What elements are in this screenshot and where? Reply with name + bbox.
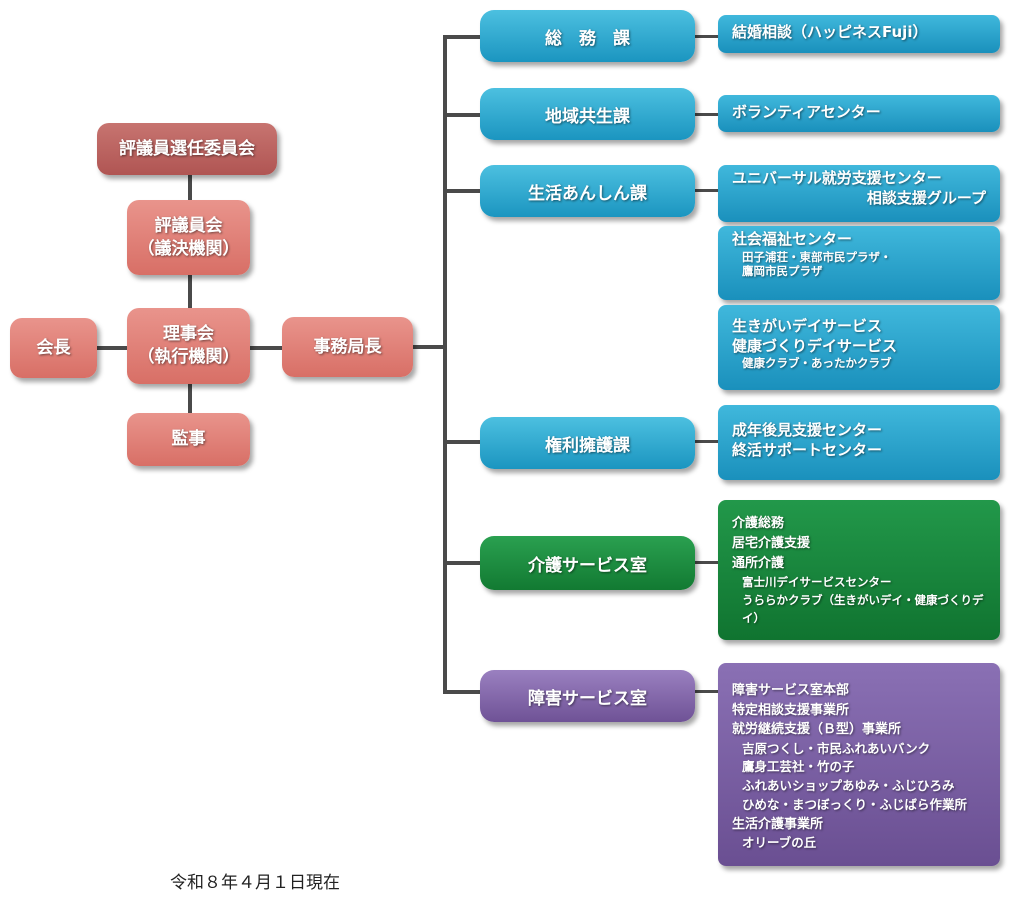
connector — [188, 175, 192, 415]
label: 鷹岡市民プラザ — [742, 264, 823, 279]
unit-universal-work: ユニバーサル就労支援センター相談支援グループ — [718, 165, 1000, 222]
unit-day-service: 生きがいデイサービス健康づくりデイサービス健康クラブ・あったかクラブ — [718, 305, 1000, 390]
dept-rights-advocacy: 権利擁護課 — [480, 417, 695, 469]
label: 鷹身工芸社・竹の子 — [742, 759, 855, 775]
unit-guardianship: 成年後見支援センター終活サポートセンター — [718, 405, 1000, 480]
connector — [443, 35, 447, 694]
unit-volunteer-center: ボランティアセンター — [718, 95, 1000, 132]
selection-committee-box: 評議員選任委員会 — [97, 123, 277, 175]
dept-care-services: 介護サービス室 — [480, 536, 695, 590]
label: オリーブの丘 — [742, 835, 817, 850]
chairman-box: 会長 — [10, 318, 97, 378]
label: ユニバーサル就労支援センター — [732, 169, 942, 187]
label: 居宅介護支援 — [732, 536, 811, 552]
label: 理事会 — [163, 324, 214, 345]
connector — [443, 561, 483, 565]
secretary-general-box: 事務局長 — [282, 317, 413, 377]
label: 吉原つくし・市民ふれあいバンク — [742, 740, 931, 756]
board-box: 理事会（執行機関） — [127, 308, 250, 384]
label: 終活サポートセンター — [732, 440, 883, 459]
connector — [443, 113, 483, 117]
connector — [443, 440, 483, 444]
dept-general-affairs: 総 務 課 — [480, 10, 695, 62]
unit-marriage-consult: 結婚相談（ハッピネスFuji） — [718, 15, 1000, 53]
as-of-date: 令和８年４月１日現在 — [170, 873, 340, 893]
label: 通所介護 — [732, 556, 785, 572]
label: 会長 — [36, 337, 71, 358]
label: うららかクラブ（生きがいデイ・健康づくりデイ） — [742, 593, 984, 626]
connector — [97, 346, 127, 350]
label: ふれあいショップあゆみ・ふじひろみ — [742, 778, 955, 793]
unit-care-list: 介護総務居宅介護支援通所介護富士川デイサービスセンターうららかクラブ（生きがいデ… — [718, 500, 1000, 640]
label: 障害サービス室 — [528, 688, 647, 709]
connector — [250, 346, 282, 350]
connector — [413, 345, 447, 349]
label: 特定相談支援事業所 — [732, 702, 850, 718]
label: 障害サービス室本部 — [732, 683, 850, 698]
label: 監事 — [171, 429, 206, 450]
label: 富士川デイサービスセンター — [742, 575, 892, 590]
auditor-box: 監事 — [127, 413, 250, 466]
label: 権利擁護課 — [545, 435, 630, 456]
label: ひめな・まつぼっくり・ふじばら作業所 — [742, 796, 968, 812]
dept-disability-services: 障害サービス室 — [480, 670, 695, 722]
label: 事務局長 — [313, 336, 382, 357]
label: 健康づくりデイサービス — [732, 336, 898, 355]
label: 地域共生課 — [545, 106, 630, 127]
connector — [443, 189, 483, 193]
connector — [695, 440, 720, 443]
label: 介護総務 — [732, 516, 785, 531]
connector — [443, 35, 483, 39]
connector — [695, 690, 720, 693]
connector — [695, 113, 720, 116]
label: （議決機関） — [137, 238, 240, 259]
label: 社会福祉センター — [732, 230, 853, 248]
dept-community: 地域共生課 — [480, 88, 695, 140]
label: （執行機関） — [137, 347, 240, 367]
label: 成年後見支援センター — [732, 421, 883, 439]
connector — [695, 189, 720, 192]
councillors-box: 評議員会（議決機関） — [127, 200, 250, 275]
connector — [443, 690, 483, 694]
label: 就労継続支援（Ｂ型）事業所 — [732, 722, 902, 737]
connector — [695, 35, 720, 38]
label: 介護サービス室 — [528, 555, 647, 576]
label: 田子浦荘・東部市民プラザ・ — [742, 249, 892, 264]
unit-welfare-center: 社会福祉センター田子浦荘・東部市民プラザ・鷹岡市民プラザ — [718, 226, 1000, 300]
label: 総 務 課 — [545, 28, 630, 49]
unit-disability-list: 障害サービス室本部特定相談支援事業所就労継続支援（Ｂ型）事業所吉原つくし・市民ふ… — [718, 663, 1000, 866]
label: 生活介護事業所 — [732, 816, 824, 832]
label: 健康クラブ・あったかクラブ — [742, 356, 892, 370]
label: 結婚相談（ハッピネスFuji） — [732, 23, 928, 41]
dept-life-support: 生活あんしん課 — [480, 165, 695, 217]
connector — [695, 561, 720, 564]
label: 評議員選任委員会 — [119, 138, 255, 159]
label: 相談支援グループ — [866, 188, 986, 207]
label: 評議員会 — [154, 215, 223, 236]
label: ボランティアセンター — [732, 103, 881, 121]
label: 生活あんしん課 — [528, 183, 647, 204]
label: 生きがいデイサービス — [732, 317, 883, 335]
